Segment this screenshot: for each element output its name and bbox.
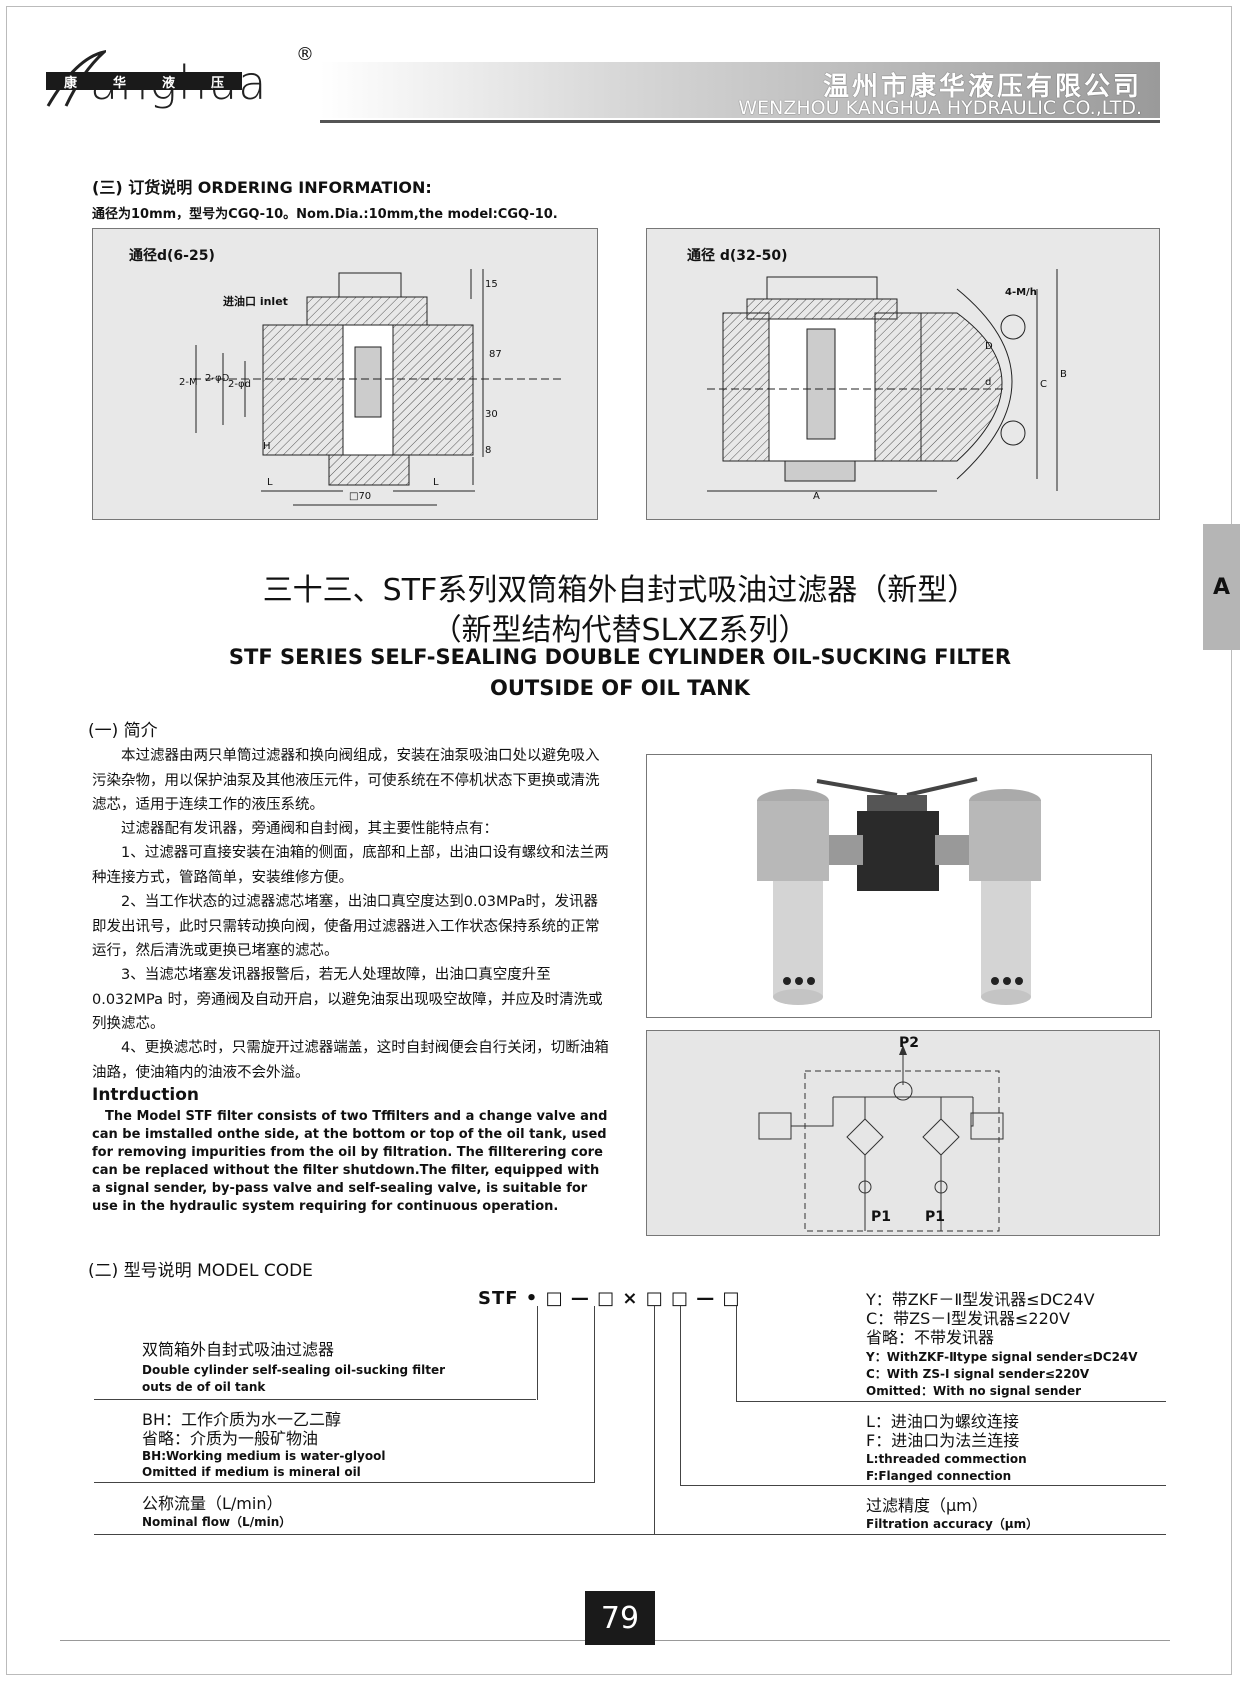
signal-option-c-en: C：With ZS-Ⅰ signal sender≤220V [866,1367,1090,1381]
dim-label: A [813,491,820,502]
dim-label: □70 [349,491,372,502]
model-leader-line [94,1482,594,1483]
logo-band: 康 华 液 压 [46,72,242,91]
product-subtitle-cn: （新型结构代替SLXZ系列） [431,613,809,648]
dim-label: L [267,477,273,488]
model-item-2-cn: BH：工作介质为水一乙二醇 省略：介质为一般矿物油 [142,1410,342,1448]
model-leader-line [680,1485,1166,1486]
logo-band-char: 液 [161,75,175,91]
cgq-small-drawing [193,269,563,506]
dim-label: 4-M/h [1005,287,1037,298]
intro-paragraph: 3、当滤芯堵塞发讯器报警后，若无人处理故障，出油口真空度升至0.032MPa 时… [92,967,603,1032]
product-title-en-line2: OUTSIDE OF OIL TANK [490,676,750,700]
ordering-text: 通径为10mm，型号为CGQ-10。Nom.Dia.:10mm,the mode… [92,207,558,222]
company-name-cn: 温州市康华液压有限公司 [822,72,1142,102]
port-p1-label: P1 [925,1209,946,1225]
model-code-heading: (二) 型号说明 MODEL CODE [88,1261,313,1281]
dim-label: 2-φd [228,379,251,390]
filtration-accuracy-en: Filtration accuracy（μm） [866,1517,1039,1531]
intro-paragraph: 4、更换滤芯时，只需旋开过滤器端盖，这时自封阀便会自行关闭，切断油箱油路，使油箱… [92,1040,609,1081]
model-item-2-en: Omitted if medium is mineral oil [142,1465,361,1479]
header-bar [320,62,1160,118]
model-item-1-cn: 双筒箱外自封式吸油过滤器 [142,1340,335,1359]
dim-label: L [433,477,439,488]
model-code-string: STF • □ — □ × □ □ — □ [478,1288,741,1309]
model-leader-vertical [736,1306,737,1402]
model-item-1-en: outs de of oil tank [142,1380,266,1394]
dim-label: B [1060,369,1067,380]
page-number: 79 [585,1591,655,1645]
cgq-large-drawing [707,269,1058,492]
intro-en-heading: Intrduction [92,1085,200,1105]
connection-option-f-en: F:Flanged connection [866,1469,1012,1483]
signal-option-y-en: Y：WithZKF-Ⅱtype signal sender≤DC24V [866,1350,1138,1364]
model-item-2-en: BH:Working medium is water-glyool [142,1449,386,1463]
schematic-diagram [758,1045,1004,1232]
page-frame [6,6,1232,1675]
dim-label: 30 [485,409,498,420]
intro-heading: (一) 简介 [88,721,158,741]
filtration-accuracy-cn: 过滤精度（μm） [866,1496,988,1515]
hydraulic-schematic: P2 P1 P1 [646,1030,1160,1236]
registered-mark: ® [296,44,314,65]
model-leader-line [94,1534,1166,1535]
filter-photo-illustration [757,777,1041,1005]
model-item-3-cn: 公称流量（L/min） [142,1494,283,1513]
model-item-1-en: Double cylinder self-sealing oil-sucking… [142,1363,446,1377]
port-p2-label: P2 [899,1035,920,1051]
logo-band-char: 康 [63,75,77,91]
intro-paragraph: 过滤器配有发讯器，旁通阀和自封阀，其主要性能特点有： [92,821,498,837]
header-underline [320,120,1160,123]
company-name-en: WENZHOU KANGHUA HYDRAULIC CO.,LTD. [738,97,1142,119]
model-leader-vertical [680,1306,681,1486]
product-title-en-line1: STF SERIES SELF-SEALING DOUBLE CYLINDER … [228,645,1012,669]
dim-label: 2-M [179,377,198,388]
intro-paragraph: 本过滤器由两只单筒过滤器和换向阀组成，安装在油泵吸油口处以避免吸入污染杂物，用以… [92,748,600,813]
model-leader-vertical [537,1306,538,1400]
dim-label: C [1040,379,1047,390]
dim-label: H [263,441,271,452]
intro-paragraph: 1、过滤器可直接安装在油箱的侧面，底部和上部，出油口设有螺纹和法兰两种连接方式，… [92,845,609,886]
connection-option-l: L：进油口为螺纹连接 [866,1412,1019,1431]
dim-label: 2-φD [205,373,230,384]
model-leader-vertical [594,1306,595,1483]
logo-band-char: 华 [112,75,126,91]
dim-label: 8 [485,445,492,456]
signal-option-none-en: Omitted：With no signal sender [866,1384,1082,1398]
dim-label: d [985,377,992,388]
panel-left-label: 通径d(6-25) [129,248,215,264]
model-leader-vertical [654,1306,655,1534]
port-p1-label: P1 [871,1209,892,1225]
logo-band-char: 压 [210,75,224,91]
panel-right-label: 通径 d(32-50) [687,248,788,264]
dim-label: 87 [489,349,502,360]
intro-paragraph: 2、当工作状态的过滤器滤芯堵塞，出油口真空度达到0.03MPa时，发讯器即发出讯… [92,894,600,959]
ordering-heading: (三) 订货说明 ORDERING INFORMATION: [92,178,432,197]
drawing-panel-right: 通径 d(32-50) 4-M/h D d C B A [646,228,1160,520]
dim-label: 15 [485,279,498,290]
intro-en-text: The Model STF filter consists of two Tff… [92,1109,608,1214]
signal-option-c: C：带ZS－Ⅰ型发讯器≤220V [866,1309,1070,1328]
product-title-cn: 三十三、STF系列双筒箱外自封式吸油过滤器（新型） [262,573,978,608]
connection-option-f: F：进油口为法兰连接 [866,1431,1020,1450]
connection-option-l-en: L:threaded commection [866,1452,1027,1466]
section-tab[interactable]: A [1203,524,1240,650]
signal-option-y: Y：带ZKF－Ⅱ型发讯器≤DC24V [866,1290,1095,1309]
model-leader-line [736,1401,1166,1402]
dim-label: D [985,341,993,352]
product-photo [646,754,1152,1018]
drawing-panel-left: 通径d(6-25) 进油口 inlet 15 87 30 8 2-M 2-φD … [92,228,598,520]
inlet-label: 进油口 inlet [223,295,288,308]
model-leader-line [94,1399,536,1400]
model-item-3-en: Nominal flow（L/min） [142,1515,292,1529]
signal-option-none: 省略：不带发讯器 [866,1328,995,1347]
